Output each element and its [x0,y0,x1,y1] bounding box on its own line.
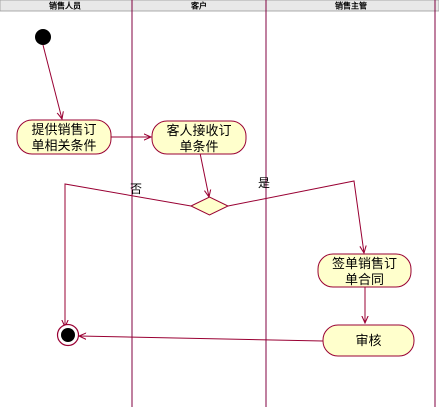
edge-receive-to-decision [199,152,209,197]
decision-node [189,196,230,216]
activity-review: 审核 [322,324,415,357]
svg-text:客人接收订: 客人接收订 [166,123,231,139]
activity-sign-contract: 签单销售订 单合同 [317,253,412,288]
guard-label-yes: 是 [258,176,270,190]
edge-review-to-end [79,336,324,342]
swimlane-title-manager: 销售主管 [335,1,367,11]
swimlane-title-sales: 销售人员 [49,1,81,11]
svg-text:单条件: 单条件 [179,139,218,155]
edge-decision-yes [227,180,364,253]
swimlane-header-bar [0,0,439,12]
svg-text:审核: 审核 [355,334,381,349]
edge-start-to-provide [42,44,62,119]
svg-text:签单销售订: 签单销售订 [332,256,397,272]
svg-text:提供销售订: 提供销售订 [31,122,96,138]
activity-customer-receive: 客人接收订 单条件 [151,120,247,155]
swimlane-header-manager: 销售主管 [335,1,367,11]
swimlane-title-customer: 客户 [190,1,207,11]
svg-text:单相关条件: 单相关条件 [31,138,96,154]
swimlane-header-sales: 销售人员 [49,1,81,11]
guard-label-no: 否 [130,182,142,196]
initial-node [35,29,51,45]
edge-decision-no [65,183,192,327]
activity-provide-conditions: 提供销售订 单相关条件 [16,119,112,155]
swimlane-header-customer: 客户 [190,1,207,11]
final-node [56,323,80,347]
svg-text:单合同: 单合同 [345,273,384,288]
